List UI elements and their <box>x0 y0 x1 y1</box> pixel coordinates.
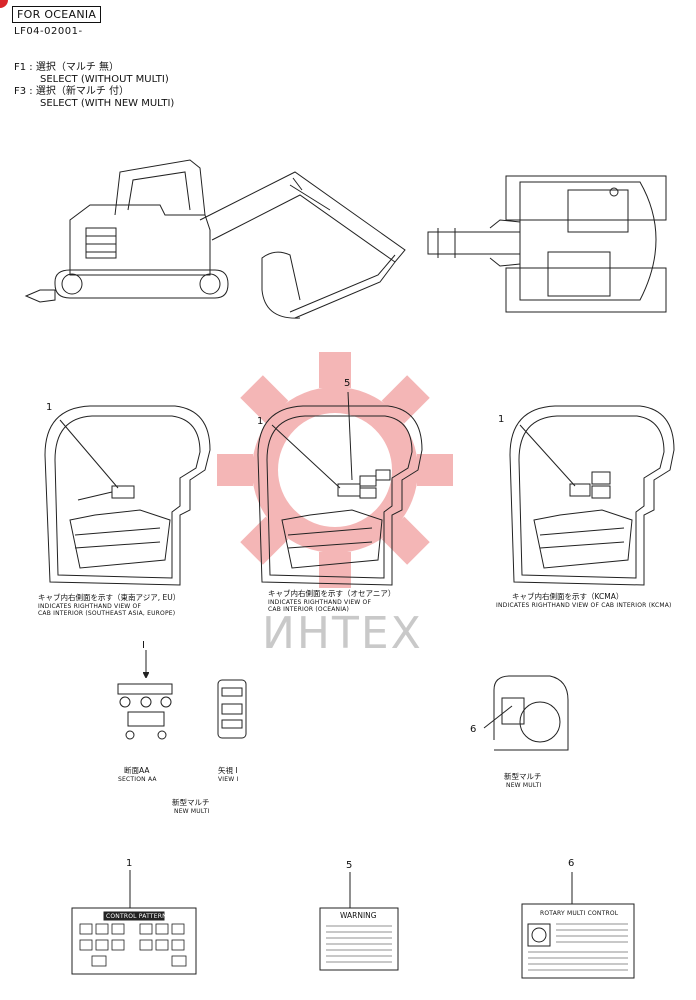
label-title: ROTARY MULTI CONTROL <box>540 910 619 917</box>
selection-jp: 選択（新マルチ 付） <box>35 86 130 97</box>
label-title: WARNING <box>340 911 377 920</box>
selection-en: SELECT (WITH NEW MULTI) <box>40 98 175 109</box>
selection-f1: F1 : 選択（マルチ 無） SELECT (WITHOUT MULTI) <box>14 62 169 86</box>
part-code: LF04-02001- <box>14 26 83 37</box>
cab-view-3 <box>509 405 675 586</box>
multi-en: NEW MULTI <box>174 808 210 815</box>
view-en: VIEW I <box>218 776 239 783</box>
callout-number: 1 <box>46 402 53 413</box>
multi-jp: 新型マルチ <box>172 798 210 807</box>
label-plate-6 <box>521 872 635 979</box>
callout-number: 5 <box>344 378 351 389</box>
multi2-en: NEW MULTI <box>506 782 542 789</box>
arrow-label: I <box>142 640 145 651</box>
label-plate-5 <box>319 872 399 971</box>
view-i-icon <box>217 679 247 739</box>
cab-view-1 <box>44 405 211 586</box>
callout-number: 6 <box>470 724 477 735</box>
selection-key: F1 : <box>14 62 33 73</box>
selection-en: SELECT (WITHOUT MULTI) <box>40 74 169 85</box>
view-jp: 矢視 I <box>218 766 238 775</box>
section-en: SECTION AA <box>118 776 157 783</box>
selection-f3: F3 : 選択（新マルチ 付） SELECT (WITH NEW MULTI) <box>14 86 174 110</box>
excavator-side-icon <box>24 159 406 319</box>
corner-marker <box>0 0 8 8</box>
multi2-jp: 新型マルチ <box>504 772 542 781</box>
cab-caption-1-en1: INDICATES RIGHTHAND VIEW OF <box>38 603 142 610</box>
region-label: FOR OCEANIA <box>12 6 102 23</box>
section-aa-icon <box>117 650 173 740</box>
selection-key: F3 : <box>14 86 33 97</box>
cab-view-2 <box>257 391 423 586</box>
cab-caption-1-en2: CAB INTERIOR (SOUTHEAST ASIA, EUROPE) <box>38 610 176 617</box>
label-title: CONTROL PATTERN <box>106 913 167 920</box>
cab-caption-2-en2: CAB INTERIOR (OCEANIA) <box>268 606 350 613</box>
callout-number: 1 <box>257 416 264 427</box>
callout-number: 1 <box>498 414 505 425</box>
cab-caption-2-jp: キャブ内右側面を示す（オセアニア） <box>268 589 396 598</box>
watermark-text: ИНТЕХ <box>262 608 423 659</box>
callout-number: 1 <box>126 858 133 869</box>
cab-caption-1-jp: キャブ内右側面を示す（東南アジア, EU） <box>38 593 181 602</box>
callout-number: 5 <box>346 860 353 871</box>
selection-jp: 選択（マルチ 無） <box>35 62 120 73</box>
cab-caption-2-en1: INDICATES RIGHTHAND VIEW OF <box>268 599 372 606</box>
label-plate-1 <box>71 870 197 975</box>
new-multi-cab-icon <box>483 675 569 751</box>
section-jp: 断面AA <box>124 766 150 775</box>
cab-caption-3-jp: キャブ内右側面を示す（KCMA） <box>512 592 624 601</box>
excavator-top-icon <box>427 175 667 313</box>
callout-number: 6 <box>568 858 575 869</box>
cab-caption-3-en1: INDICATES RIGHTHAND VIEW OF CAB INTERIOR… <box>496 602 672 609</box>
